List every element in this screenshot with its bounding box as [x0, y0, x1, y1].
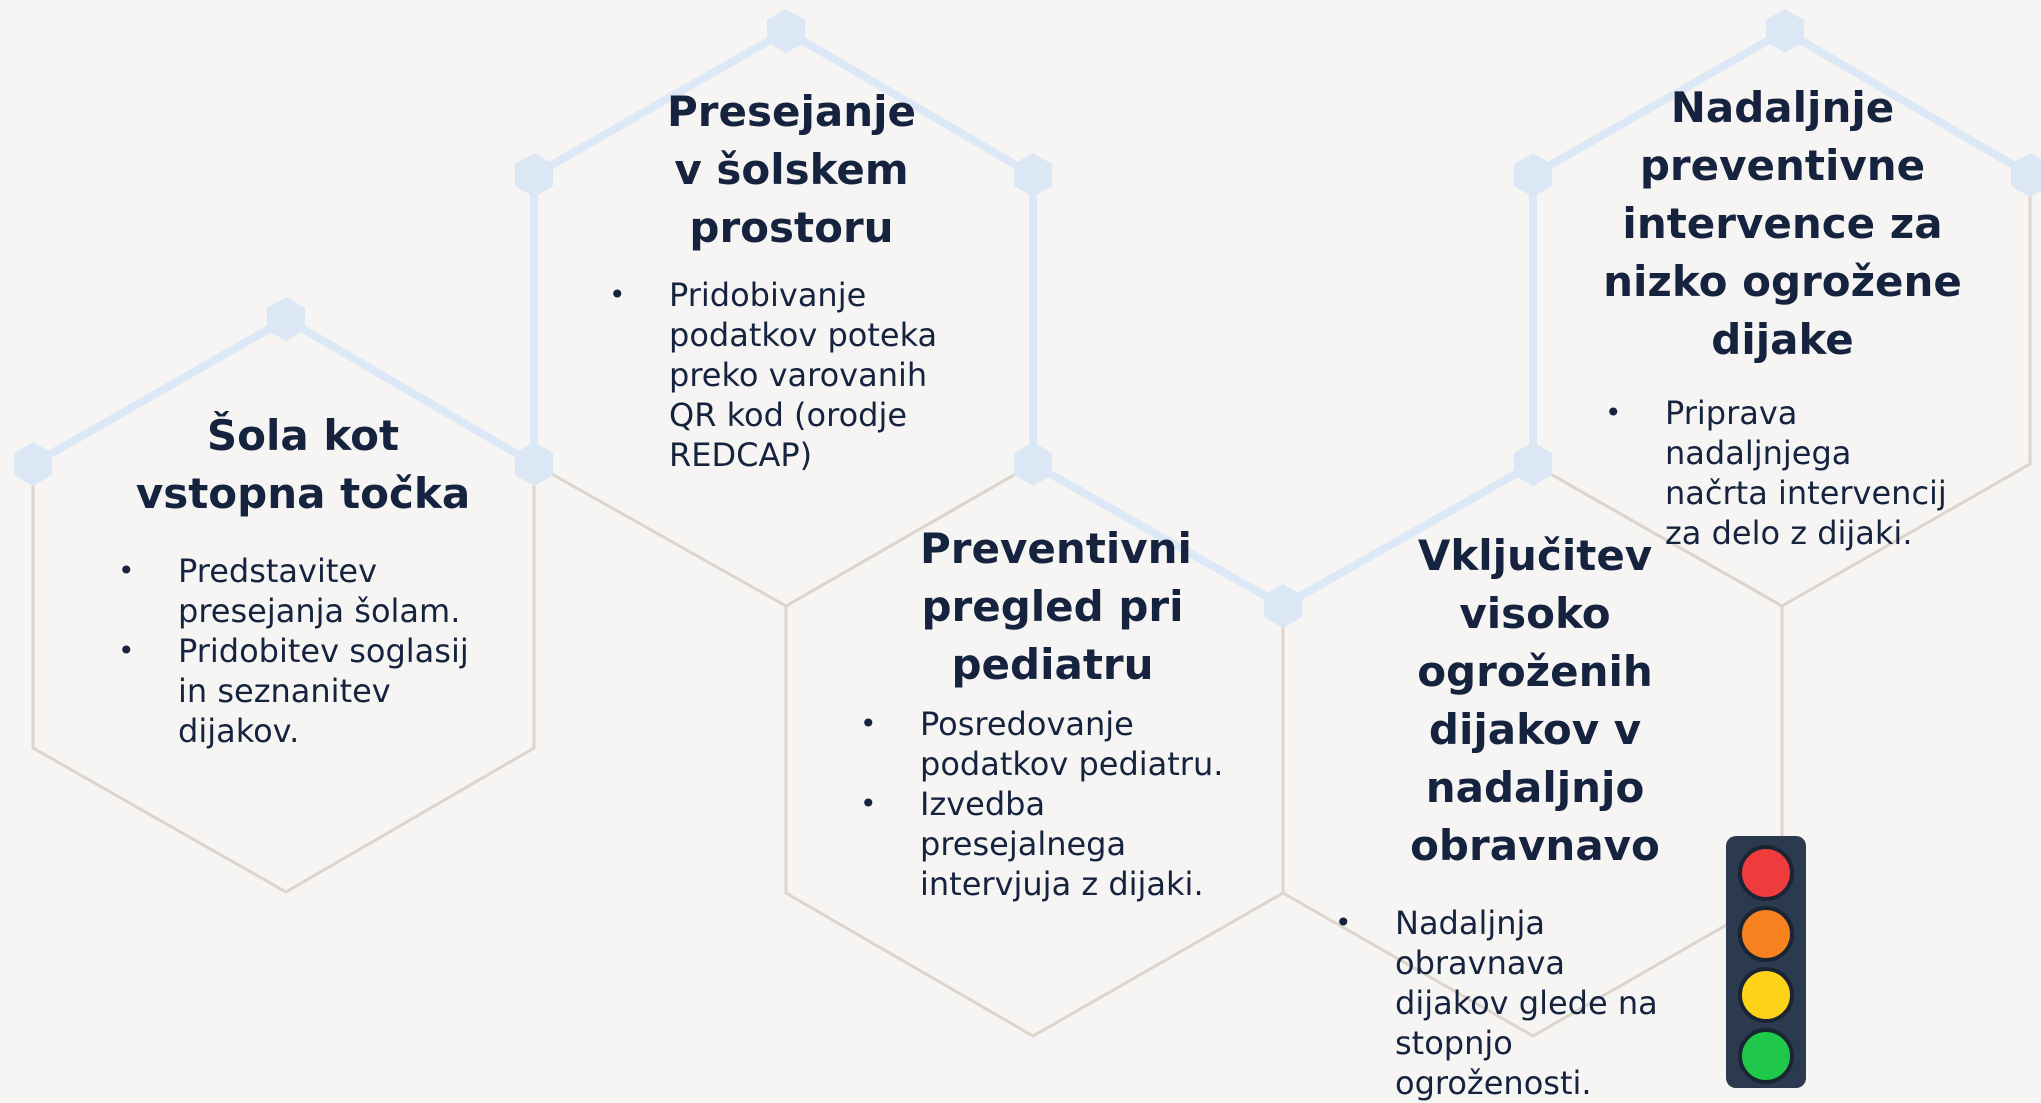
node — [1514, 153, 1552, 197]
step-1-block: Šola kot vstopna točka Predstavitev pres… — [118, 407, 488, 751]
node — [267, 297, 305, 341]
node — [2011, 153, 2041, 197]
step-5-bullets: Priprava nadaljnjega načrta intervencij … — [1605, 393, 1950, 553]
bullet-item: Nadaljnja obravnava dijakov glede na sto… — [1335, 903, 1675, 1103]
bullet-item: Predstavitev presejanja šolam. — [118, 551, 488, 631]
node — [515, 442, 553, 486]
lamp-orange — [1738, 906, 1794, 962]
node — [14, 442, 52, 486]
lamp-red — [1738, 845, 1794, 901]
step-2-block: Presejanje v šolskem prostoru Pridobivan… — [609, 83, 974, 475]
step-2-bullets: Pridobivanje podatkov poteka preko varov… — [609, 275, 949, 475]
step-3-block: Preventivni pregled pri pediatru Posredo… — [860, 520, 1245, 904]
traffic-light-icon — [1726, 836, 1806, 1088]
bullet-item: Pridobivanje podatkov poteka preko varov… — [609, 275, 949, 475]
connector-nodes — [14, 9, 2041, 628]
step-1-bullets: Predstavitev presejanja šolam. Pridobite… — [118, 551, 488, 751]
node — [1766, 9, 1804, 53]
lamp-green — [1738, 1028, 1794, 1084]
bullet-item: Priprava nadaljnjega načrta intervencij … — [1605, 393, 1950, 553]
step-3-title: Preventivni pregled pri pediatru — [920, 524, 1192, 689]
node — [1264, 584, 1302, 628]
step-1-title: Šola kot vstopna točka — [135, 411, 471, 518]
step-4-bullets: Nadaljnja obravnava dijakov glede na sto… — [1335, 903, 1675, 1103]
bullet-item: Izvedba presejalnega intervjuja z dijaki… — [860, 784, 1245, 904]
step-5-title: Nadaljnje preventivne intervence za nizk… — [1603, 83, 1962, 364]
node — [515, 153, 553, 197]
bullet-item: Pridobitev soglasij in seznanitev dijako… — [118, 631, 488, 751]
hexagon-step-3 — [784, 460, 1285, 1038]
node — [1014, 442, 1052, 486]
bullet-item: Posredovanje podatkov pediatru. — [860, 704, 1245, 784]
step-5-block: Nadaljnje preventivne intervence za nizk… — [1565, 79, 2000, 553]
step-4-title: Vključitev visoko ogroženih dijakov v na… — [1410, 531, 1660, 870]
step-3-bullets: Posredovanje podatkov pediatru. Izvedba … — [860, 704, 1245, 904]
node — [1014, 153, 1052, 197]
step-2-title: Presejanje v šolskem prostoru — [667, 87, 916, 252]
node — [767, 9, 805, 53]
lamp-yellow — [1738, 967, 1794, 1023]
node — [1514, 442, 1552, 486]
step-4-block: Vključitev visoko ogroženih dijakov v na… — [1335, 527, 1735, 1103]
